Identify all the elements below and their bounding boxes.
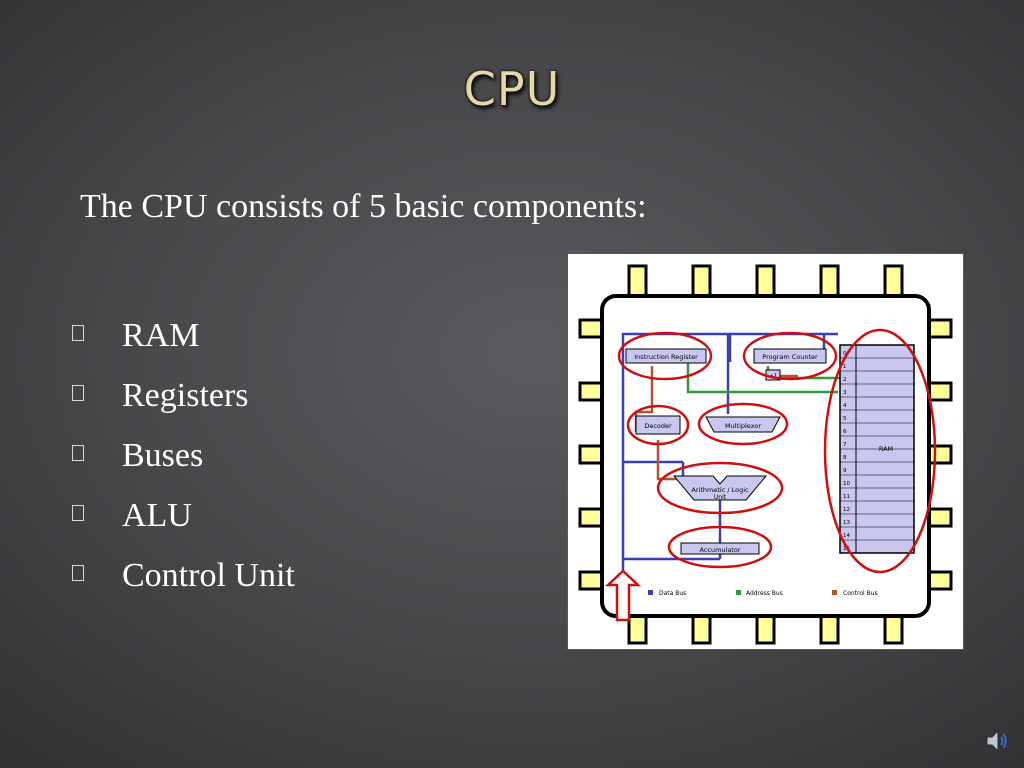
ram-address-label: 13 [843, 520, 850, 526]
bullet-item: Registers [72, 366, 295, 426]
svg-text:Unit: Unit [714, 494, 727, 501]
bullet-item: RAM [72, 306, 295, 366]
square-bullet-icon [72, 505, 84, 521]
svg-text:Address Bus: Address Bus [746, 590, 783, 597]
speaker-icon[interactable] [984, 728, 1010, 754]
accumulator-block: Accumulator [680, 542, 760, 555]
slide-title: CPU [463, 62, 561, 116]
ram-address-label: 12 [843, 507, 850, 513]
instruction-register-block: Instruction Register [625, 348, 707, 364]
chip-pins-left [578, 318, 616, 591]
ram-address-label: 2 [843, 377, 847, 383]
bus-legend: Data Bus Address Bus Control Bus [648, 590, 878, 597]
bullet-item: ALU [72, 486, 295, 546]
up-arrow-icon [604, 569, 642, 622]
ram-address-label: 8 [843, 455, 847, 461]
bullet-item: Buses [72, 426, 295, 486]
square-bullet-icon [72, 385, 84, 401]
ram-address-label: 0 [843, 351, 847, 357]
bullet-text: RAM [122, 317, 200, 354]
ram-address-label: 3 [843, 390, 847, 396]
program-counter-block: Program Counter [753, 348, 827, 364]
ram-address-label: 1 [843, 364, 847, 370]
square-bullet-icon [72, 565, 84, 581]
chip-pins-top [627, 264, 904, 302]
svg-text:Program Counter: Program Counter [762, 353, 818, 361]
square-bullet-icon [72, 445, 84, 461]
bullet-text: ALU [122, 497, 192, 534]
highlight-ovals [617, 328, 937, 574]
ram-address-label: 5 [843, 416, 847, 422]
bullet-item: Control Unit [72, 546, 295, 606]
svg-text:Control Bus: Control Bus [843, 590, 878, 597]
bullet-text: Buses [122, 437, 204, 474]
multiplexor-block: Multiplexor [705, 416, 781, 433]
bullet-text: Registers [122, 377, 249, 414]
bullet-text: Control Unit [122, 557, 295, 594]
alu-block: Arithmetic / Logic Unit [672, 475, 768, 501]
svg-text:Multiplexor: Multiplexor [725, 422, 761, 430]
svg-text:Data Bus: Data Bus [659, 590, 686, 597]
ram-address-label: 9 [843, 468, 847, 474]
square-bullet-icon [72, 325, 84, 341]
cpu-diagram: Instruction Register Program Counter +1 … [567, 253, 964, 650]
svg-text:Accumulator: Accumulator [699, 546, 740, 554]
svg-text:RAM: RAM [879, 445, 893, 453]
ram-address-label: 14 [843, 533, 850, 539]
decoder-block: Decoder [635, 415, 681, 435]
ram-address-label: 11 [843, 494, 850, 500]
ram-address-label: 7 [843, 442, 847, 448]
ram-address-label: 6 [843, 429, 847, 435]
svg-text:Decoder: Decoder [644, 422, 672, 430]
svg-text:Instruction Register: Instruction Register [634, 353, 698, 361]
ram-address-label: 4 [843, 403, 847, 409]
svg-text:Arithmetic / Logic: Arithmetic / Logic [691, 486, 749, 494]
bullet-list: RAM Registers Buses ALU Control Unit [72, 306, 295, 606]
ram-address-label: 10 [843, 481, 850, 487]
intro-text: The CPU consists of 5 basic components: [80, 188, 647, 225]
